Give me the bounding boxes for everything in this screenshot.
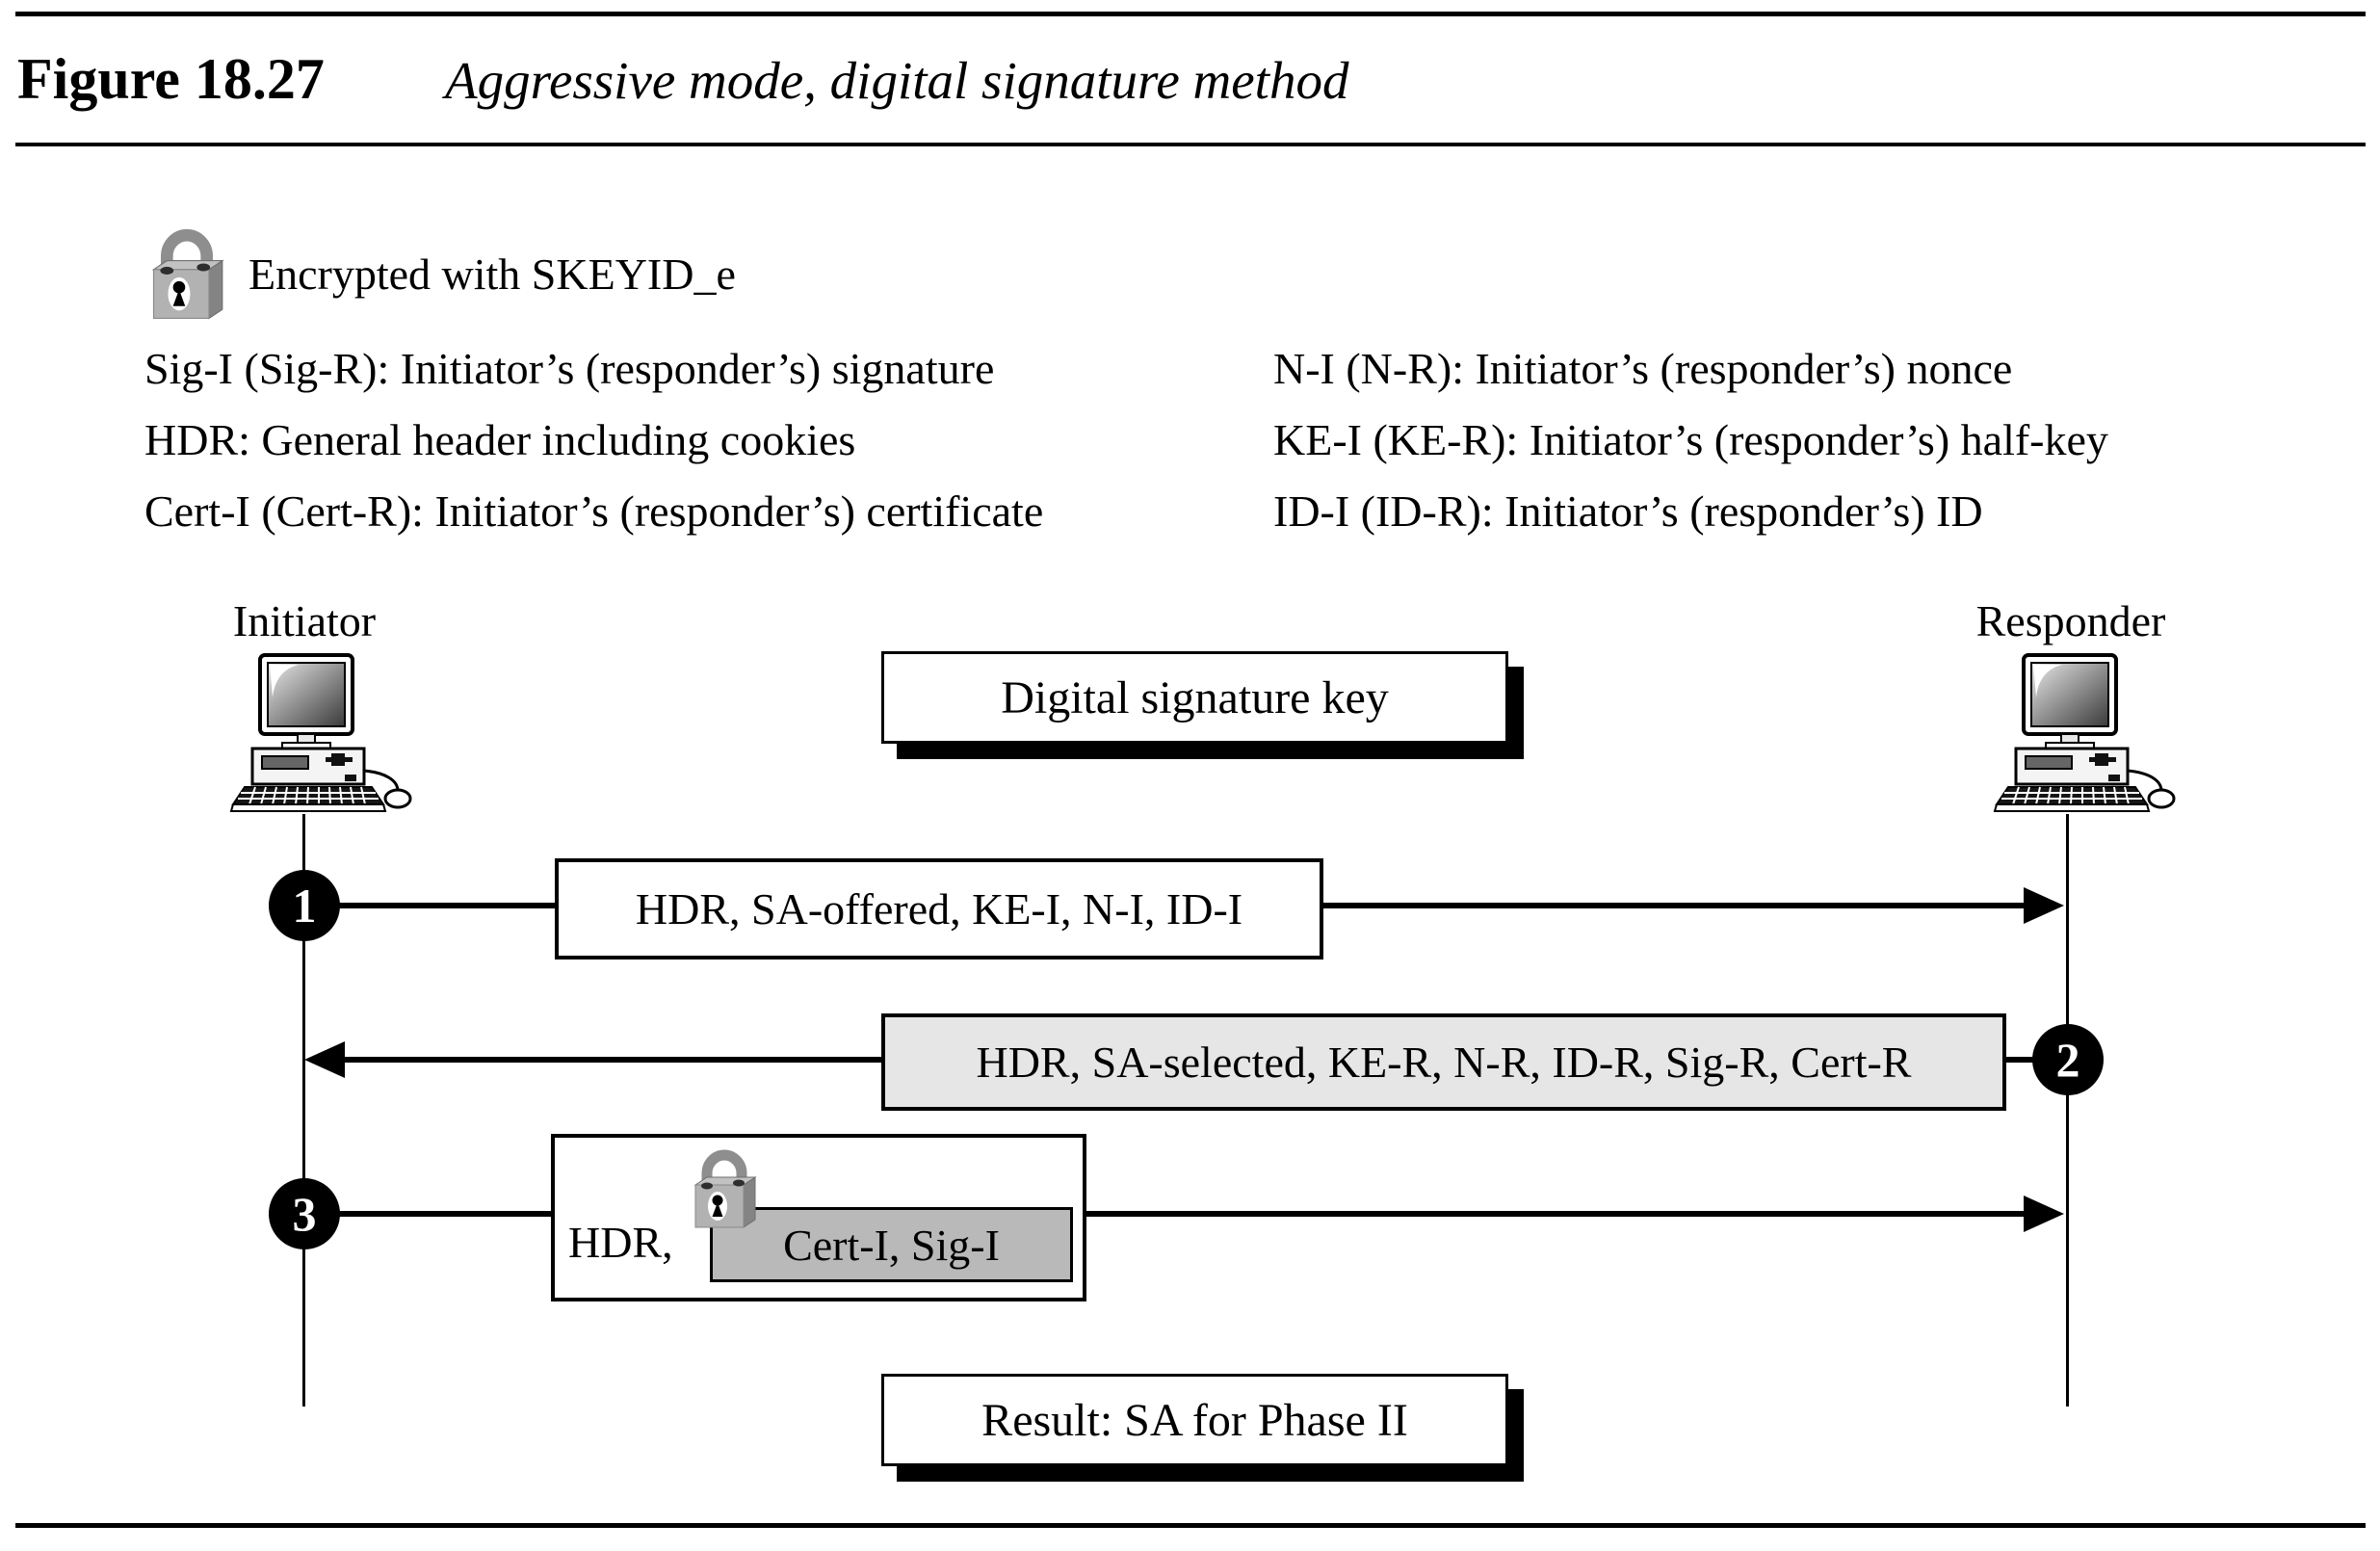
message3-arrowhead-icon — [2024, 1196, 2064, 1232]
message3-encrypted-box: Cert-I, Sig-I — [710, 1207, 1073, 1282]
top-rule — [15, 12, 2366, 16]
key-method-banner-label: Digital signature key — [1001, 671, 1389, 723]
padlock-icon — [686, 1135, 763, 1231]
bottom-rule — [15, 1523, 2366, 1528]
message2-box: HDR, SA-selected, KE-R, N-R, ID-R, Sig-R… — [881, 1013, 2006, 1111]
message1-box: HDR, SA-offered, KE-I, N-I, ID-I — [555, 858, 1323, 960]
result-banner-label: Result: SA for Phase II — [981, 1394, 1408, 1446]
step2-badge: 2 — [2032, 1024, 2104, 1095]
step1-number: 1 — [292, 879, 317, 933]
responder-computer-icon — [1993, 653, 2176, 812]
legend-item: KE-I (KE-R): Initiator’s (responder’s) h… — [1273, 415, 2108, 464]
message3-prefix: HDR, — [568, 1218, 673, 1267]
initiator-computer-icon — [229, 653, 412, 812]
legend-item: Sig-I (Sig-R): Initiator’s (responder’s)… — [144, 344, 995, 393]
message2-arrowhead-icon — [304, 1041, 345, 1078]
figure-title: Aggressive mode, digital signature metho… — [445, 51, 1349, 110]
figure-number: Figure 18.27 — [17, 47, 325, 111]
step3-badge: 3 — [269, 1178, 340, 1249]
responder-lifeline — [2066, 814, 2069, 1406]
legend-item: Cert-I (Cert-R): Initiator’s (responder’… — [144, 486, 1044, 536]
message1-label: HDR, SA-offered, KE-I, N-I, ID-I — [635, 884, 1243, 933]
title-underline-rule — [15, 143, 2366, 146]
message1-arrowhead-icon — [2024, 887, 2064, 924]
padlock-icon — [143, 212, 231, 323]
initiator-lifeline — [302, 814, 305, 1406]
legend-item: N-I (N-R): Initiator’s (responder’s) non… — [1273, 344, 2013, 393]
responder-label: Responder — [1975, 596, 2166, 645]
step2-number: 2 — [2055, 1033, 2080, 1087]
legend-encrypted-note: Encrypted with SKEYID_e — [248, 250, 736, 299]
step3-number: 3 — [292, 1187, 317, 1241]
legend-item: HDR: General header including cookies — [144, 415, 856, 464]
step1-badge: 1 — [269, 870, 340, 941]
initiator-label: Initiator — [232, 596, 377, 645]
message3-encrypted-label: Cert-I, Sig-I — [783, 1220, 1000, 1270]
message3-arrow-line — [304, 1211, 2030, 1217]
message2-label: HDR, SA-selected, KE-R, N-R, ID-R, Sig-R… — [976, 1038, 1912, 1087]
result-banner: Result: SA for Phase II — [881, 1374, 1508, 1466]
legend-item: ID-I (ID-R): Initiator’s (responder’s) I… — [1273, 486, 1983, 536]
key-method-banner: Digital signature key — [881, 651, 1508, 744]
